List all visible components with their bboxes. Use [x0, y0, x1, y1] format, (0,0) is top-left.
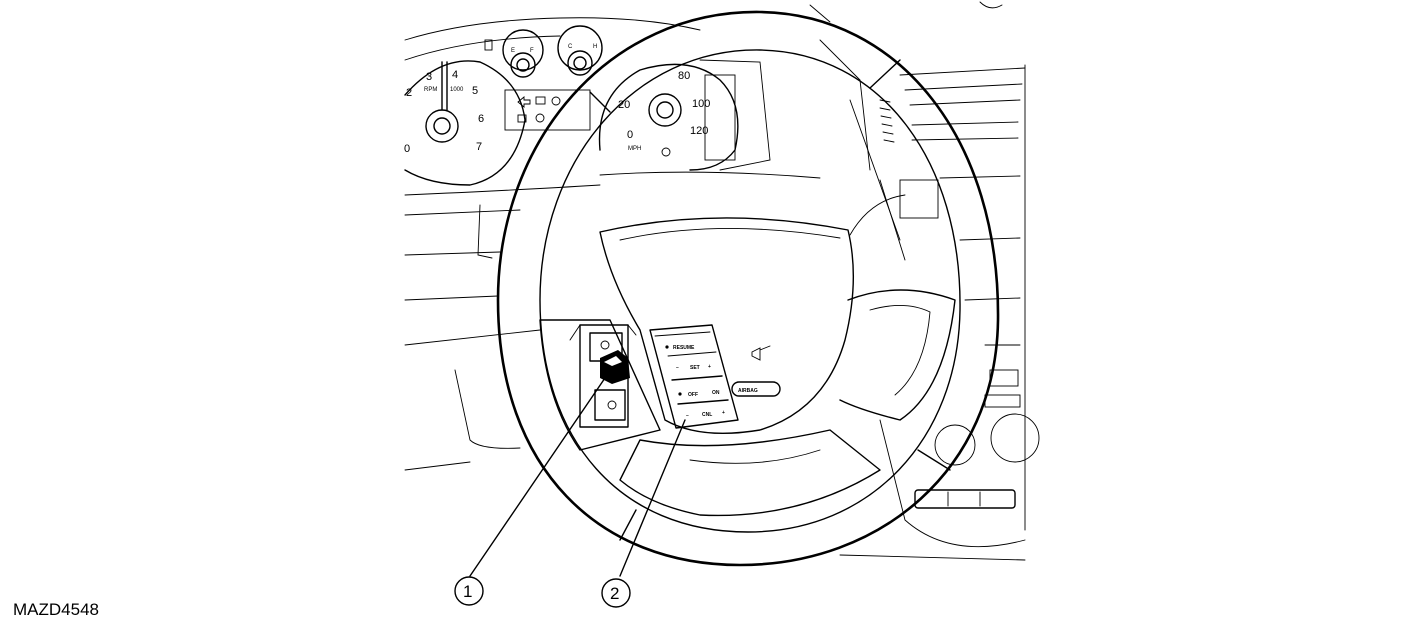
callout-1-number: 1: [463, 582, 472, 601]
fuel-gauge: E F: [502, 29, 544, 78]
cnl-plus-label: +: [722, 410, 725, 416]
cnl-label: CNL: [702, 412, 712, 418]
trip-reset-icon: [661, 147, 671, 157]
wheel-rim-inner: [539, 49, 961, 533]
lower-spoke: [619, 429, 881, 517]
resume-label: RESUME: [673, 345, 695, 351]
set-plus-label: +: [708, 364, 711, 370]
speed-tick-80: 80: [678, 70, 690, 82]
set-button: − SET +: [671, 364, 723, 381]
right-spoke: [839, 289, 956, 421]
tach-tick-6: 6: [478, 113, 484, 125]
tachometer: 3 4 5 6 7 2 0 RPM 1000: [404, 60, 526, 186]
seatbelt-icon: [517, 114, 527, 123]
speed-tick-0: 0: [627, 129, 633, 141]
airbag-badge: AIRBAG: [731, 381, 781, 397]
speedometer: 80 100 120 20 0 MPH: [598, 63, 739, 171]
temperature-gauge: C H: [557, 25, 603, 76]
airbag-cover: [599, 217, 855, 434]
switch-button: [600, 350, 630, 384]
speed-tick-100: 100: [692, 98, 710, 110]
fuel-full-label: F: [530, 48, 534, 54]
set-minus-label: −: [676, 365, 679, 371]
callout-1: 1: [454, 377, 606, 606]
engine-check-icon: [535, 96, 546, 105]
off-label: OFF: [688, 392, 698, 398]
airbag-warning-icon: [535, 113, 545, 123]
fuel-pump-icon: [484, 39, 493, 51]
off-on-button: OFF ON: [677, 390, 729, 405]
tach-tick-3: 3: [426, 71, 432, 83]
headlamp-icon: [551, 96, 561, 106]
leader-line-2: [619, 419, 686, 577]
horn-icon: [751, 345, 771, 361]
steering-wheel: AIRBAG: [496, 10, 1000, 567]
left-steering-wheel-switch: [569, 324, 637, 428]
cnl-minus-label: −: [686, 413, 689, 419]
figure-id-label: MAZD4548: [13, 600, 99, 619]
wheel-rim-outer: [496, 10, 1000, 567]
vent-hatching: [879, 99, 895, 143]
dashboard-background: [404, 1, 1040, 561]
callout-2-number: 2: [610, 584, 619, 603]
resume-button: RESUME: [665, 345, 717, 357]
speed-unit: MPH: [628, 146, 641, 152]
tach-unit-rpm: RPM: [424, 87, 437, 93]
fuel-empty-label: E: [511, 48, 515, 54]
warning-lights-panel: [484, 39, 591, 131]
temp-cold-label: C: [568, 44, 573, 50]
on-label: ON: [712, 390, 720, 396]
leader-line-1: [469, 377, 606, 577]
callout-2: 2: [601, 419, 686, 608]
set-label: SET: [690, 365, 700, 371]
airbag-badge-label: AIRBAG: [738, 388, 758, 394]
tach-tick-0: 0: [404, 143, 410, 155]
left-spoke: [539, 319, 661, 451]
temp-hot-label: H: [593, 44, 597, 50]
speed-tick-20: 20: [618, 99, 630, 111]
tach-unit-1000: 1000: [450, 87, 464, 93]
turn-signal-icon: [517, 96, 531, 108]
tach-tick-4: 4: [452, 69, 458, 81]
tach-tick-5: 5: [472, 85, 478, 97]
tach-tick-7: 7: [476, 141, 482, 153]
speed-tick-120: 120: [690, 125, 708, 137]
speed-control-switch-assembly: RESUME − SET + OFF ON − CNL +: [649, 324, 739, 429]
cancel-button: − CNL +: [686, 410, 725, 419]
tach-tick-2: 2: [406, 87, 412, 99]
